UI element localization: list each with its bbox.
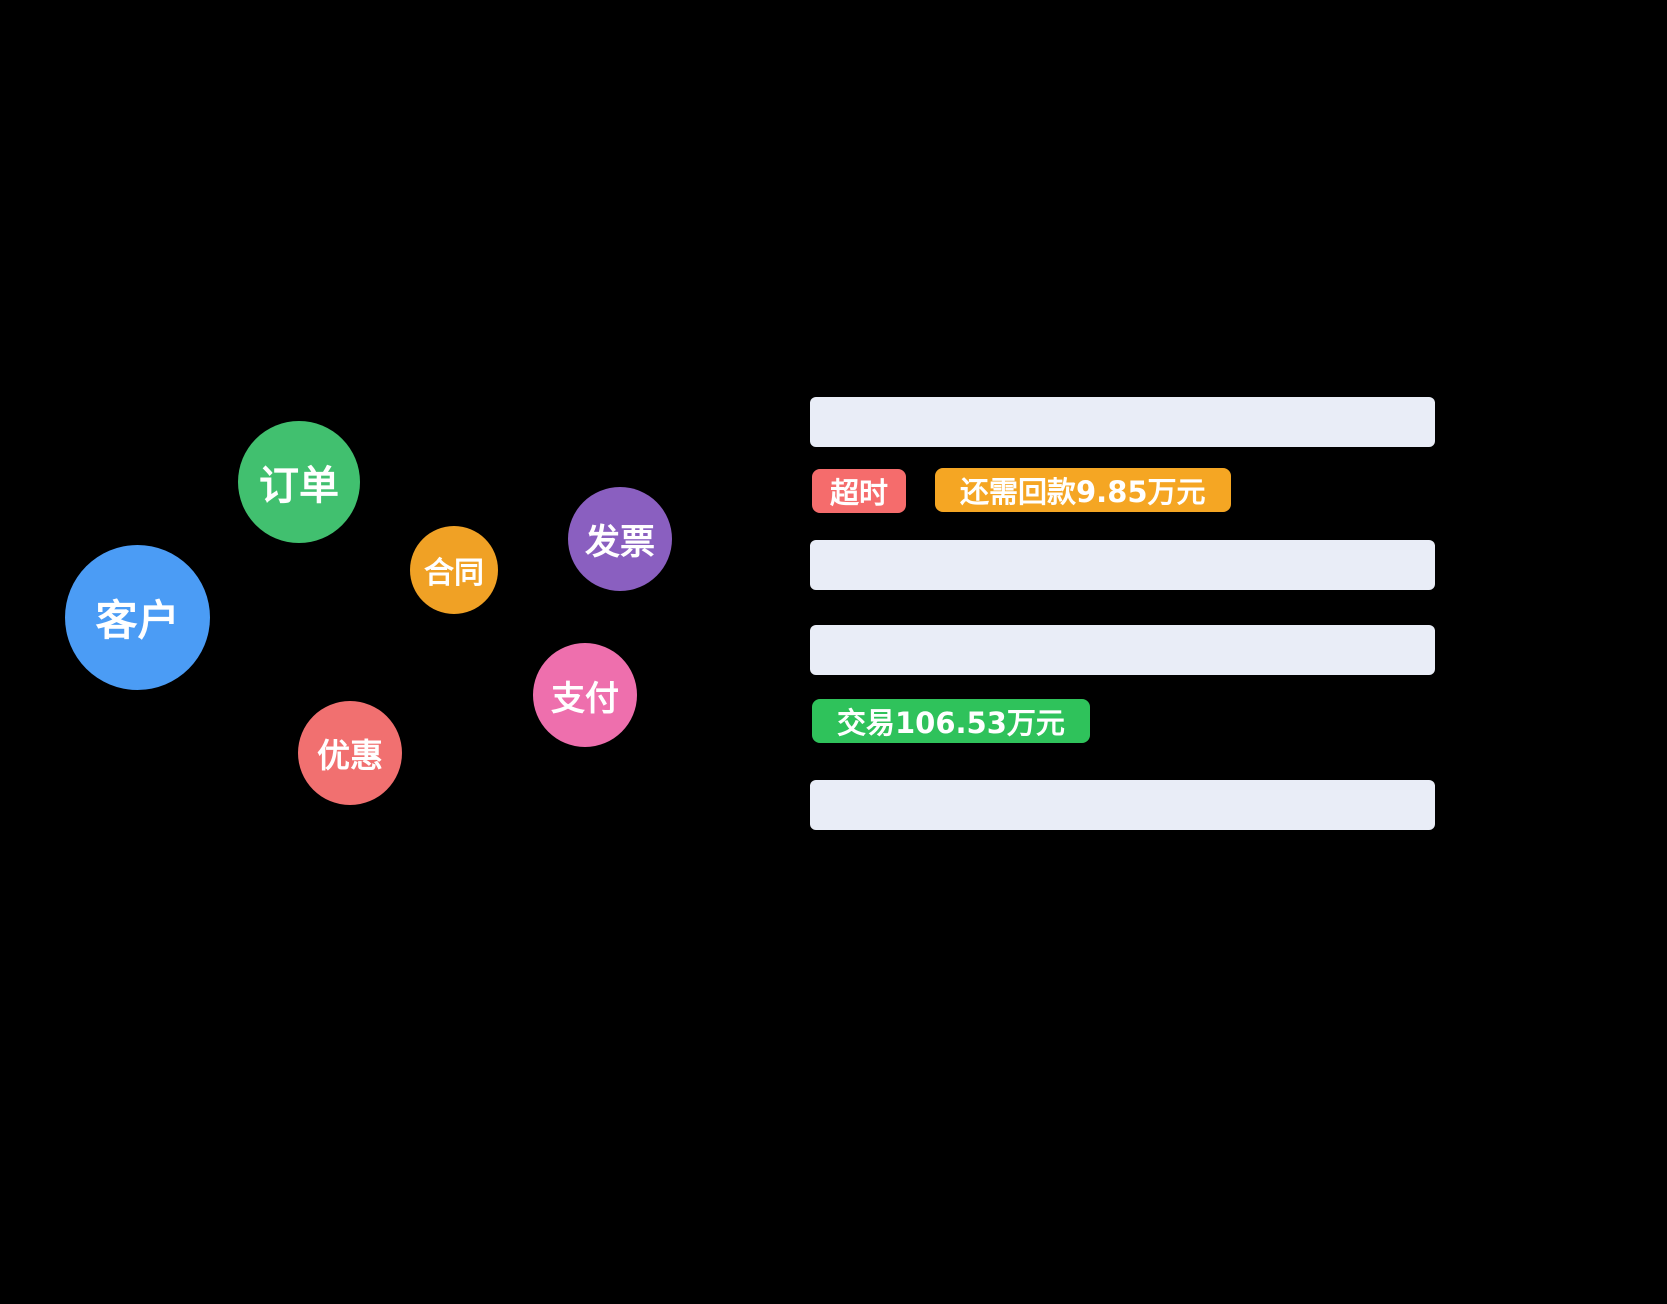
invoice-bubble: 发票 bbox=[568, 487, 672, 591]
skeleton-bar-4 bbox=[810, 780, 1435, 830]
payback-amount-badge: 还需回款9.85万元 bbox=[935, 468, 1231, 512]
skeleton-bar-3 bbox=[810, 625, 1435, 675]
contract-bubble: 合同 bbox=[410, 526, 498, 614]
invoice-bubble-label: 发票 bbox=[584, 522, 655, 563]
overdue-status-badge-label: 超时 bbox=[830, 476, 889, 510]
order-bubble: 订单 bbox=[238, 421, 360, 543]
discount-bubble-label: 优惠 bbox=[317, 736, 383, 775]
customer-bubble-label: 客户 bbox=[95, 596, 180, 645]
skeleton-bar-1 bbox=[810, 397, 1435, 447]
payback-amount-badge-label: 还需回款9.85万元 bbox=[960, 475, 1206, 509]
discount-bubble: 优惠 bbox=[298, 701, 402, 805]
deal-amount-badge-label: 交易106.53万元 bbox=[837, 706, 1065, 740]
overdue-status-badge: 超时 bbox=[812, 469, 907, 513]
payment-bubble: 支付 bbox=[533, 643, 637, 747]
contract-bubble-label: 合同 bbox=[424, 556, 484, 591]
deal-amount-badge: 交易106.53万元 bbox=[812, 699, 1090, 743]
customer-bubble: 客户 bbox=[65, 545, 210, 690]
payment-bubble-label: 支付 bbox=[551, 678, 619, 719]
skeleton-bar-2 bbox=[810, 540, 1435, 590]
order-bubble-label: 订单 bbox=[259, 463, 339, 509]
